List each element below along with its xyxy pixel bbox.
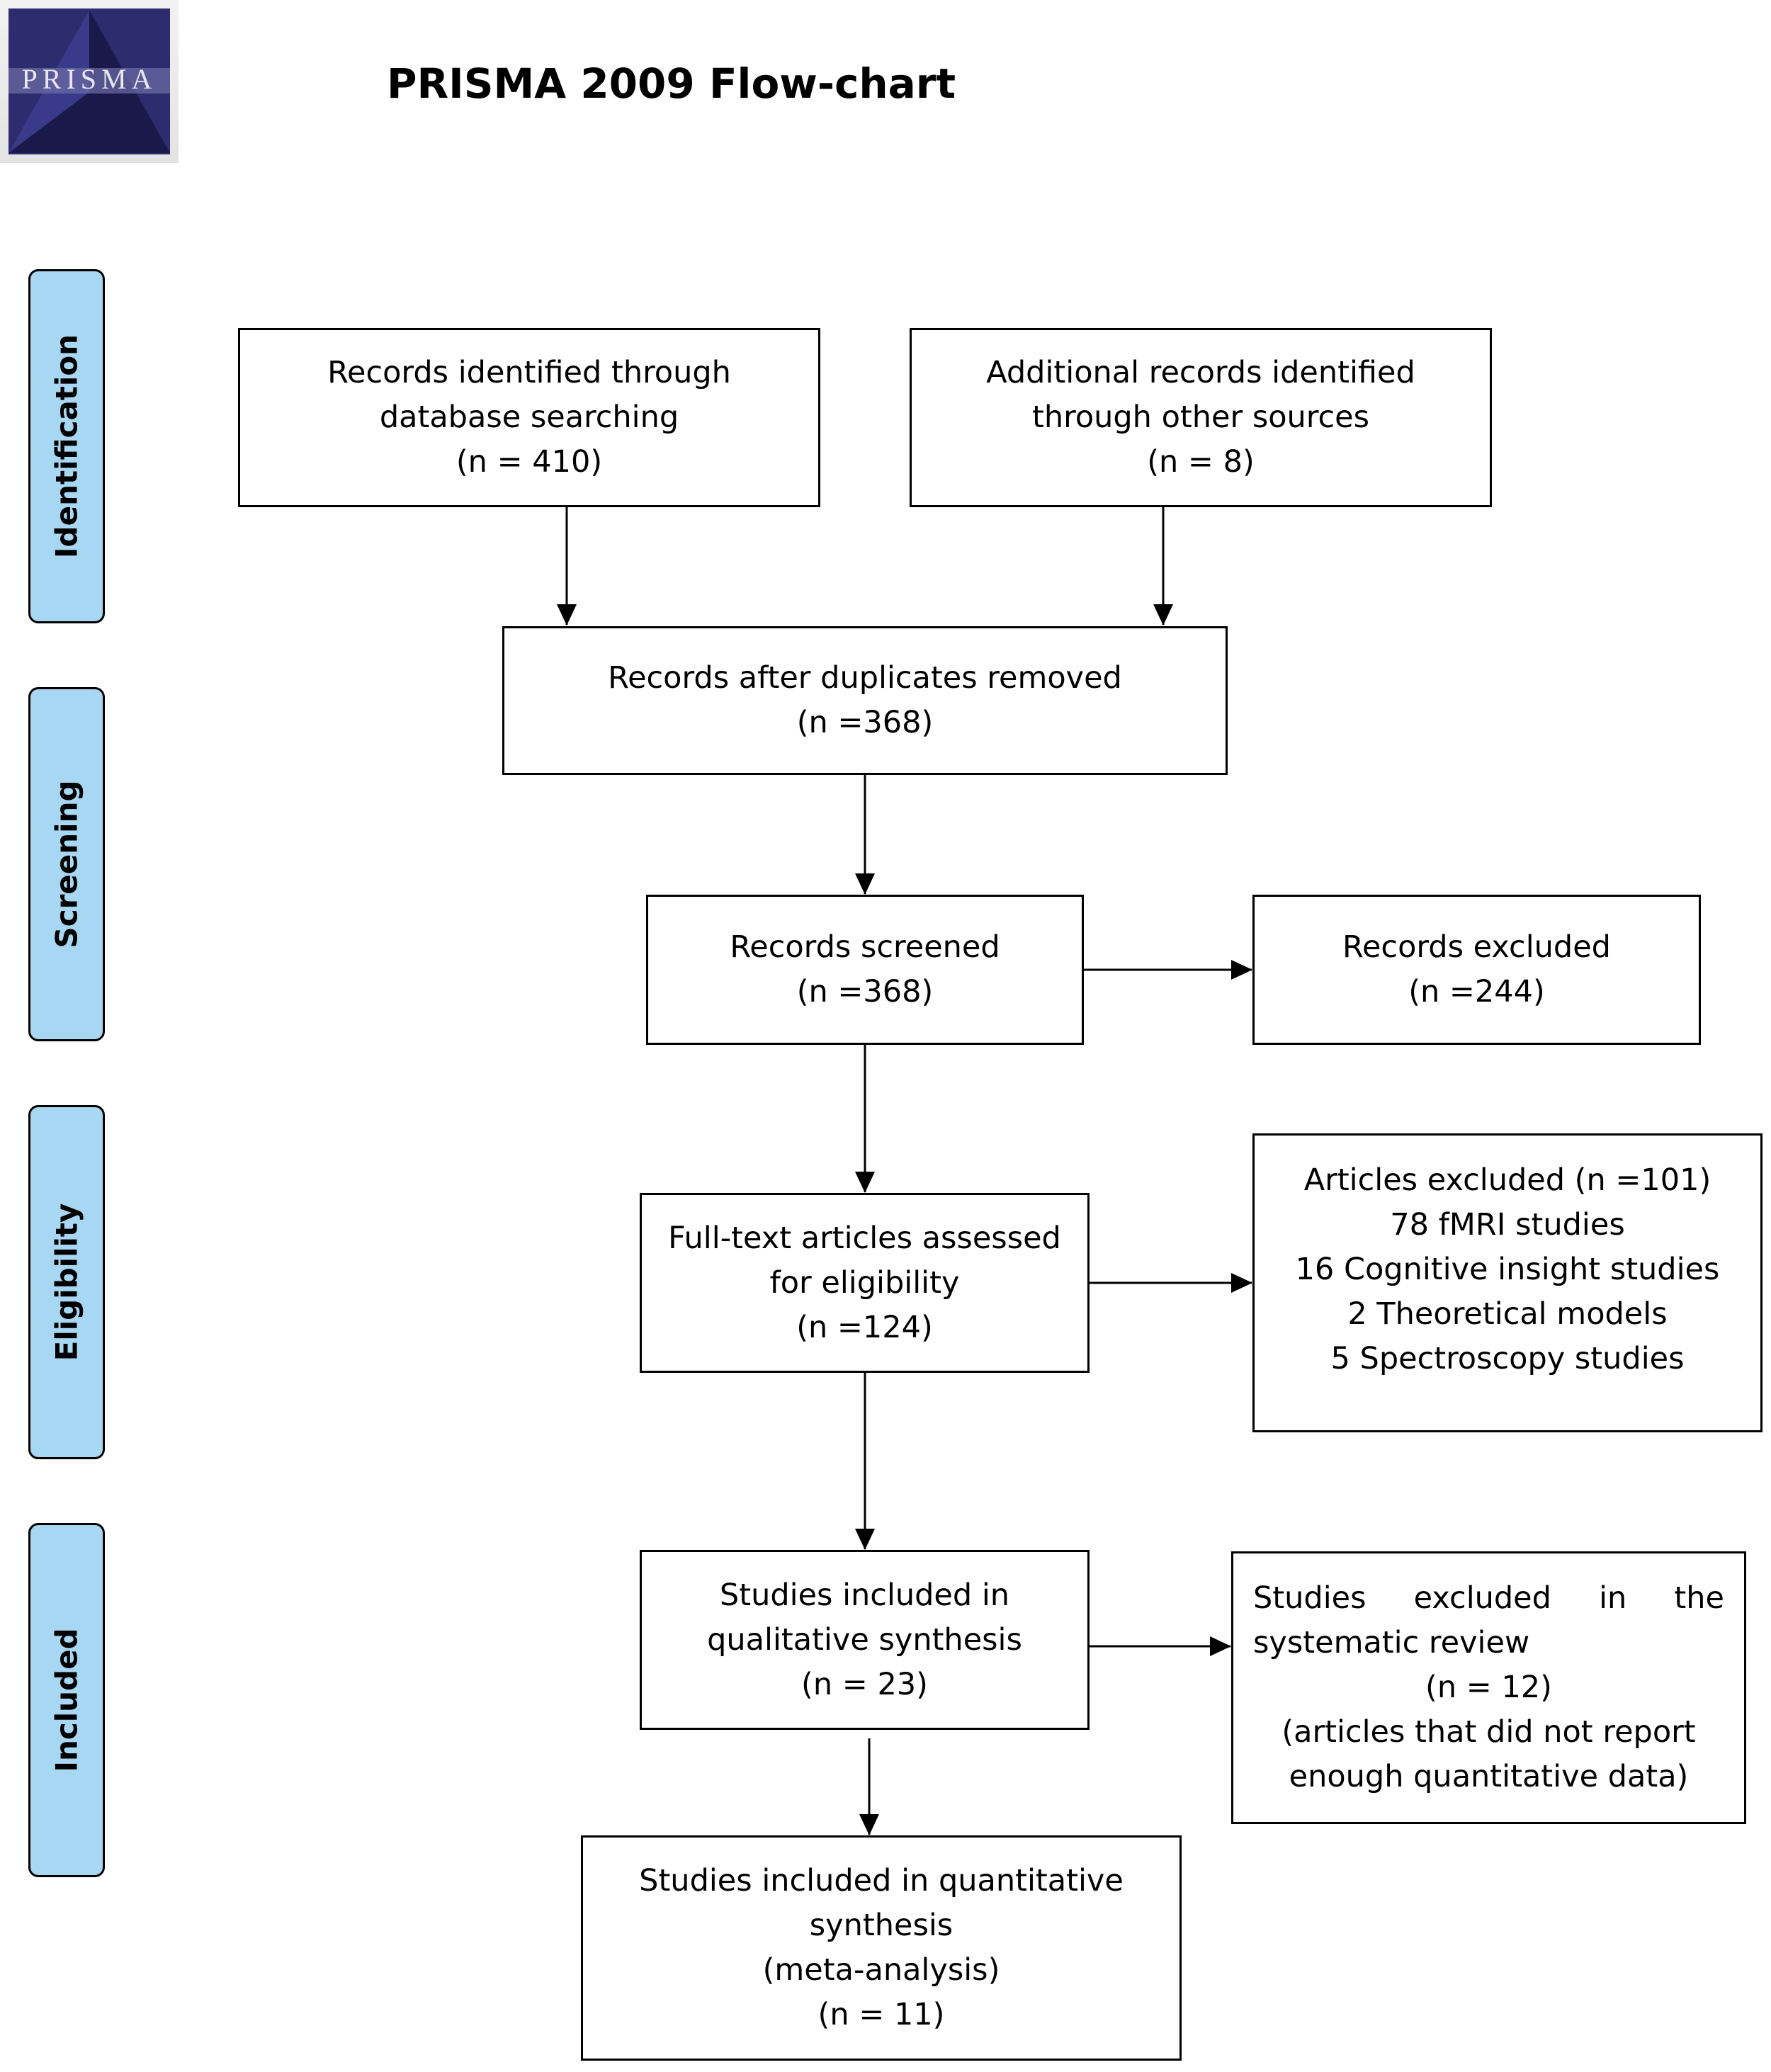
page-title: PRISMA 2009 Flow-chart bbox=[387, 60, 956, 108]
box-qualitative-synthesis: Studies included in qualitative synthesi… bbox=[640, 1550, 1090, 1730]
box-excluded-count: (n =244) bbox=[1408, 974, 1545, 1009]
box-articles-excluded-line1: Articles excluded (n =101) bbox=[1303, 1162, 1711, 1198]
box-review-excluded-line4: (articles that did not report bbox=[1281, 1714, 1696, 1750]
box-other-sources: Additional records identified through ot… bbox=[910, 328, 1492, 507]
box-qualitative-line2: qualitative synthesis bbox=[707, 1621, 1022, 1658]
box-quantitative-synthesis: Studies included in quantitative synthes… bbox=[581, 1835, 1182, 2061]
box-screened-count: (n =368) bbox=[796, 974, 934, 1009]
box-fulltext-line1: Full-text articles assessed bbox=[668, 1220, 1061, 1256]
box-duplicates-removed: Records after duplicates removed (n =368… bbox=[502, 626, 1228, 775]
box-review-excluded-word4: the bbox=[1674, 1580, 1724, 1616]
box-duplicates-count: (n =368) bbox=[796, 705, 934, 740]
box-articles-excluded-line3: 16 Cognitive insight studies bbox=[1295, 1252, 1720, 1287]
box-fulltext-assessed: Full-text articles assessed for eligibil… bbox=[640, 1193, 1090, 1373]
box-database-line1: Records identified through bbox=[327, 355, 731, 390]
box-other-line2: through other sources bbox=[1031, 400, 1370, 435]
box-other-count: (n = 8) bbox=[1147, 444, 1255, 480]
stage-eligibility: Eligibility bbox=[28, 1105, 105, 1459]
box-database-records: Records identified through database sear… bbox=[238, 328, 820, 507]
box-review-excluded-word2: excluded bbox=[1413, 1580, 1551, 1616]
box-articles-excluded-line4: 2 Theoretical models bbox=[1347, 1296, 1668, 1332]
stage-screening: Screening bbox=[28, 687, 105, 1041]
box-database-count: (n = 410) bbox=[456, 444, 603, 480]
box-review-excluded: Studies excluded in the systematic revie… bbox=[1231, 1551, 1746, 1824]
box-review-excluded-line2: systematic review bbox=[1253, 1625, 1530, 1660]
box-excluded-line1: Records excluded bbox=[1342, 929, 1611, 965]
box-qualitative-line1: Studies included in bbox=[719, 1577, 1010, 1613]
box-quantitative-line2: synthesis bbox=[809, 1908, 954, 1943]
box-qualitative-count: (n = 23) bbox=[801, 1666, 928, 1702]
box-other-line1: Additional records identified bbox=[986, 355, 1415, 390]
box-quantitative-line1: Studies included in quantitative bbox=[639, 1863, 1124, 1898]
box-screened-line1: Records screened bbox=[730, 929, 1000, 965]
box-fulltext-line2: for eligibility bbox=[769, 1264, 960, 1301]
box-review-excluded-word3: in bbox=[1599, 1580, 1627, 1616]
prisma-logo: PRISMA bbox=[0, 0, 179, 163]
box-articles-excluded-line5: 5 Spectroscopy studies bbox=[1330, 1341, 1685, 1376]
box-review-excluded-word1: Studies bbox=[1253, 1580, 1367, 1616]
box-duplicates-line1: Records after duplicates removed bbox=[608, 660, 1122, 696]
box-records-excluded: Records excluded (n =244) bbox=[1252, 895, 1701, 1045]
box-articles-excluded-line2: 78 fMRI studies bbox=[1390, 1207, 1625, 1242]
box-review-excluded-line1: Studies excluded in the bbox=[1253, 1576, 1724, 1621]
box-review-excluded-count: (n = 12) bbox=[1425, 1670, 1552, 1705]
box-records-screened: Records screened (n =368) bbox=[646, 895, 1084, 1045]
box-fulltext-count: (n =124) bbox=[796, 1309, 933, 1345]
box-review-excluded-line5: enough quantitative data) bbox=[1289, 1759, 1689, 1794]
stage-identification: Identification bbox=[28, 269, 105, 623]
box-database-line2: database searching bbox=[379, 400, 679, 435]
stage-included: Included bbox=[28, 1523, 105, 1877]
box-articles-excluded: Articles excluded (n =101) 78 fMRI studi… bbox=[1252, 1133, 1762, 1432]
box-quantitative-line3: (meta-analysis) bbox=[762, 1952, 1000, 1988]
logo-text: PRISMA bbox=[21, 63, 157, 95]
box-quantitative-count: (n = 11) bbox=[817, 1997, 945, 2032]
prisma-logo-graphic bbox=[9, 9, 170, 154]
